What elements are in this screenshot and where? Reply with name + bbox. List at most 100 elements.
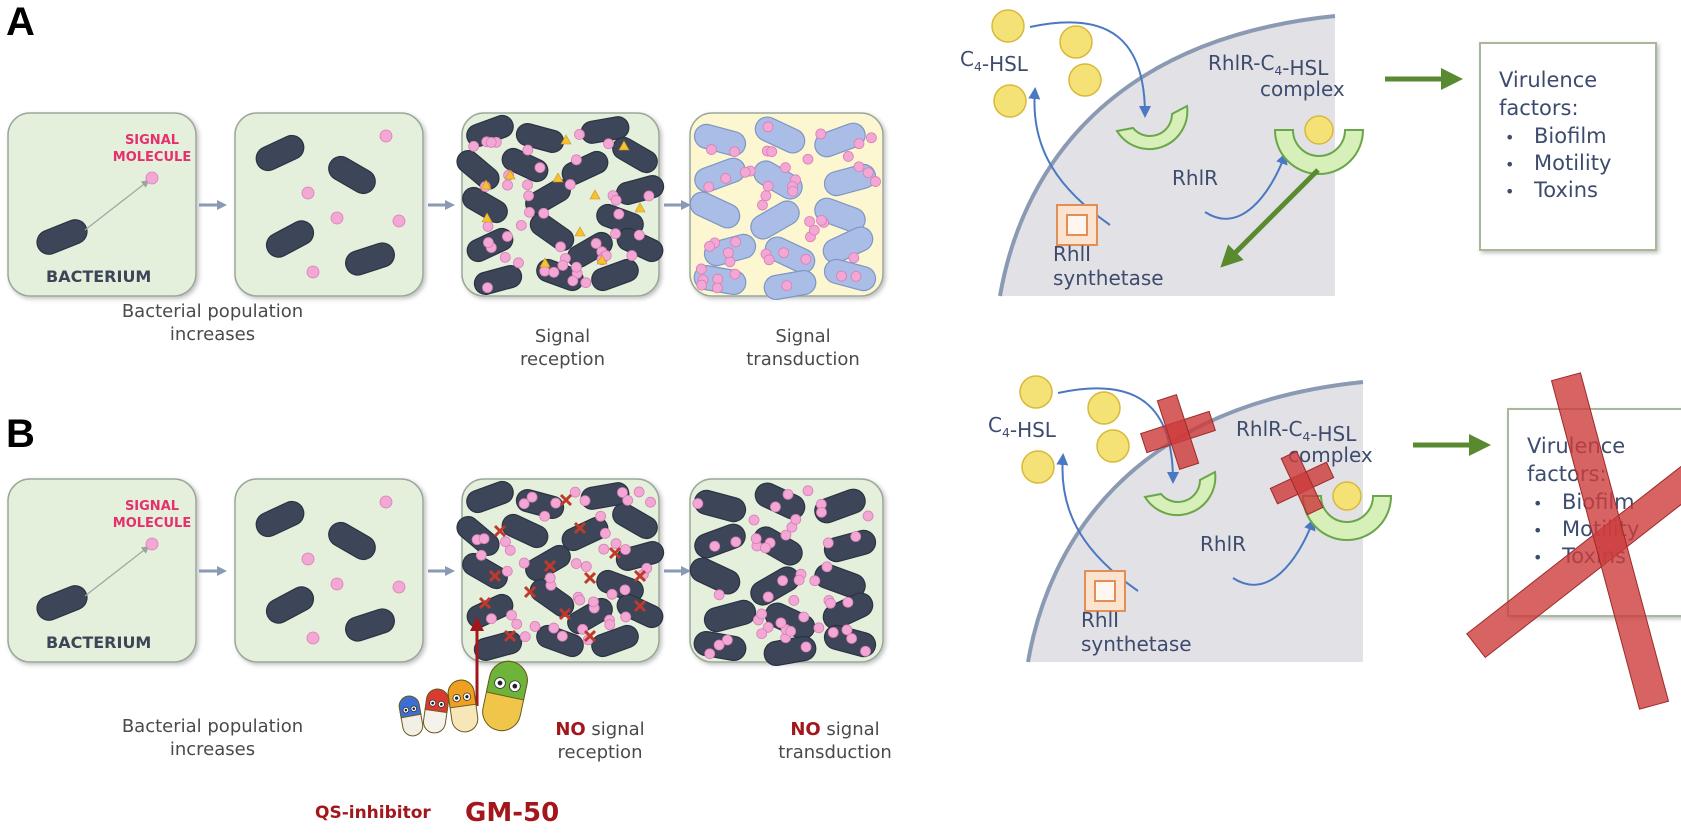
signal-molecule-dot: [760, 190, 772, 202]
c4-hsl-molecule: [991, 9, 1025, 43]
rhli-label: RhlI: [1053, 242, 1091, 266]
signal-molecule-dot: [603, 138, 614, 150]
signal-molecule-dot: [468, 140, 480, 152]
signal-molecule-dot: [815, 128, 827, 140]
c4-hsl-molecule: [993, 84, 1027, 118]
bacterium-capsule: [255, 500, 305, 538]
pill-pupil: [497, 680, 503, 686]
signal-molecule-dot: [392, 580, 406, 594]
signal-molecule-dot: [610, 194, 622, 206]
blocked-x-mark: [633, 599, 647, 613]
bacterium-capsule: [328, 155, 376, 195]
complex-label: RhlR-C4-HSL: [1208, 51, 1329, 80]
signal-molecule-dot: [730, 236, 742, 248]
pill-mascot: [447, 679, 479, 733]
caption-line: Bacterial population: [121, 716, 304, 737]
caption-no: NO: [790, 719, 821, 740]
signal-molecule-dot: [524, 206, 535, 218]
bullet: •: [1505, 128, 1514, 147]
signal-molecule-dot: [379, 129, 393, 143]
bacterium-capsule: [567, 597, 613, 635]
bullet: •: [1505, 182, 1514, 201]
c4-hsl-label: C4-HSL: [960, 47, 1029, 76]
signal-molecule-dot: [482, 237, 494, 248]
red-cross-block: [1156, 394, 1200, 470]
signal-molecule-dot: [620, 611, 632, 623]
rhli-label: synthetase: [1081, 632, 1192, 656]
caption-no: NO: [555, 719, 586, 740]
pill-pupil: [412, 707, 416, 710]
signal-label: MOLECULE: [113, 516, 191, 531]
caption-line: Bacterial population: [121, 301, 304, 322]
signal-molecule-dot: [808, 224, 820, 236]
signal-molecule-dot: [816, 506, 827, 518]
signal-molecule-dot: [506, 609, 517, 621]
bacterium-capsule: [345, 242, 395, 276]
signal-molecule-dot: [633, 486, 645, 498]
signal-molecule-dot: [539, 265, 551, 277]
signal-molecule-dot: [809, 575, 821, 587]
pill-pupil: [465, 695, 469, 699]
signal-molecule-dot: [301, 186, 315, 200]
bacterium-capsule: [462, 186, 508, 224]
receptor-binding-mark: [539, 257, 551, 268]
signal-molecule-dot: [780, 162, 791, 174]
panel-a: SIGNALMOLECULEBACTERIUMC4-HSLRhlRRhlR-C4…: [7, 9, 1657, 301]
bound-c4-hsl: [1304, 115, 1334, 145]
signal-molecule-dot: [785, 625, 797, 637]
signal-molecule-dot: [788, 595, 800, 606]
signal-molecule-dot: [613, 208, 625, 220]
signal-molecule-dot: [610, 538, 622, 550]
signal-molecule-dot: [816, 214, 827, 226]
signal-molecule-dot: [713, 589, 725, 601]
c4-hsl-molecule: [1019, 375, 1053, 409]
signal-molecule-dot: [760, 542, 771, 554]
caption-population-b: Bacterial population increases: [100, 715, 325, 761]
receptor-binding-mark: [596, 254, 608, 265]
signal-molecule-dot: [539, 510, 551, 522]
bacterium: [36, 585, 88, 621]
blocked-x-mark: [583, 629, 597, 643]
signal-molecule-dot: [606, 588, 618, 600]
complex-receptor: [1301, 495, 1393, 541]
signal-molecule-dot: [846, 633, 858, 644]
signal-molecule-dot: [526, 491, 538, 503]
signal-molecule-dot: [620, 544, 631, 555]
virulence-item: Toxins: [1533, 178, 1598, 202]
pill-pupil: [512, 683, 518, 689]
bacterium-capsule: [694, 523, 746, 559]
signal-molecule-dot: [827, 627, 839, 638]
blocked-x-mark: [608, 546, 622, 560]
signal-molecule-dot: [739, 166, 751, 178]
bacterium-label: BACTERIUM: [46, 633, 151, 652]
bacterium-capsule: [689, 557, 741, 595]
signal-molecule-dot: [301, 552, 315, 566]
signal-molecule-dot: [570, 558, 582, 569]
signal-molecule-dot: [798, 611, 810, 623]
blocked-x-mark: [559, 493, 573, 507]
red-cross-block: [1280, 450, 1324, 516]
pill-mascot: [398, 695, 424, 737]
caption-line: signal: [820, 719, 880, 740]
signal-molecule-dot: [695, 263, 707, 275]
signal-molecule-dot: [721, 634, 733, 646]
bacterium: [36, 219, 88, 255]
signal-molecule-dot: [704, 240, 715, 252]
signal-molecule-dot: [850, 270, 862, 282]
c4-hsl-molecule: [1068, 63, 1102, 97]
bacterium-capsule: [345, 608, 395, 642]
signal-molecule-dot: [330, 211, 344, 225]
signal-molecule-dot: [870, 176, 881, 187]
virulence-label: Virulence: [1499, 68, 1597, 92]
signal-molecule-dot: [781, 280, 793, 291]
bacterium-capsule: [462, 552, 508, 590]
caption-reception-a: Signal reception: [500, 325, 625, 371]
bacterium-capsule: [814, 122, 866, 158]
signal-molecule-dot: [850, 531, 862, 542]
virulence-box: [1479, 42, 1657, 251]
bacterium-capsule: [823, 258, 877, 292]
signal-molecule-dot: [842, 596, 854, 608]
inhibitor-name: GM-50: [465, 798, 559, 828]
bacterium-capsule: [823, 163, 877, 197]
